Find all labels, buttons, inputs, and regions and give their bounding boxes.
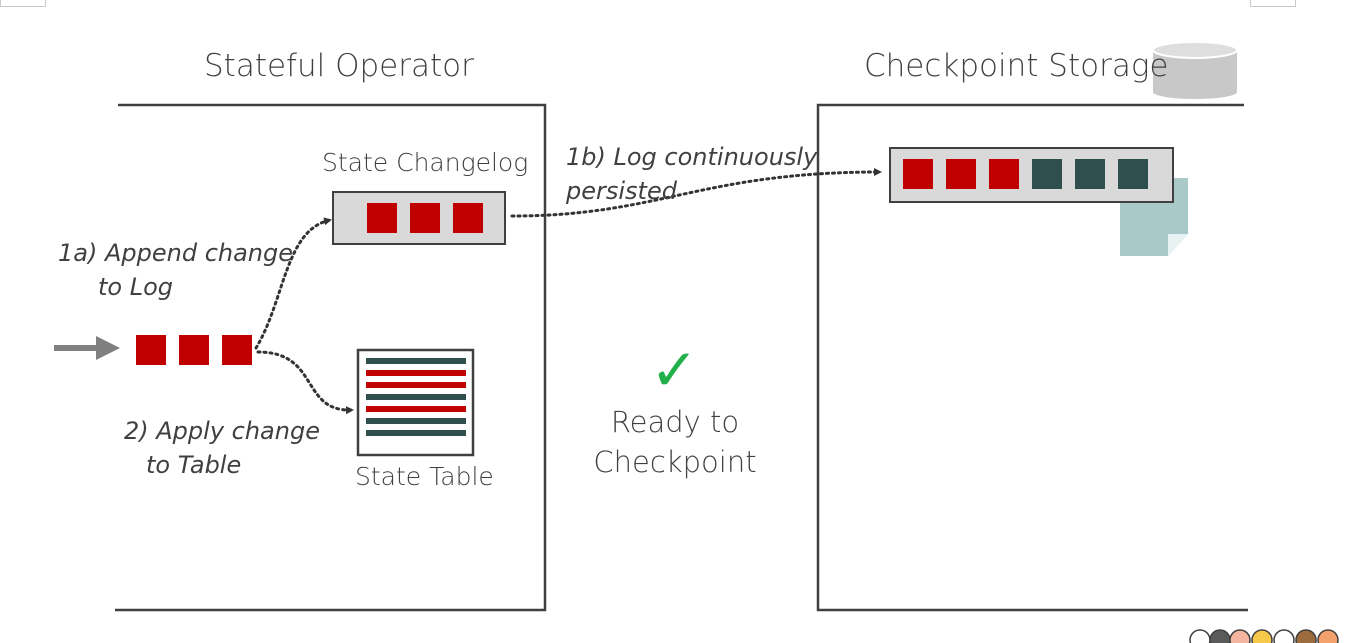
append-change-line2: to Log <box>98 273 174 301</box>
log-persisted-annotation: 1b) Log continuously persisted <box>566 140 817 208</box>
state-table-icon <box>356 348 475 457</box>
log-persisted-line1: 1b) Log continuously <box>566 143 818 171</box>
stateful-operator-title: Stateful Operator <box>204 48 474 84</box>
checkpoint-storage-frame <box>816 103 1248 612</box>
append-change-line1: 1a) Append change <box>58 239 294 267</box>
change-entry <box>222 335 252 365</box>
ready-line1: Ready to <box>610 405 740 439</box>
stateful-operator-frame <box>115 103 547 612</box>
checkpoint-entry-teal <box>1075 159 1105 189</box>
apply-change-line1: 2) Apply change <box>124 417 320 445</box>
apply-change-line2: to Table <box>146 451 242 479</box>
top-left-corner-mark <box>0 0 46 7</box>
incoming-changes <box>54 335 252 365</box>
state-changelog-box <box>332 191 506 245</box>
checkpoint-entry-teal <box>1118 159 1148 189</box>
ready-to-checkpoint-text: Ready to Checkpoint <box>585 402 765 482</box>
top-right-corner-mark <box>1250 0 1296 7</box>
checkpoint-entry-red <box>903 159 933 189</box>
changelog-entry <box>367 203 397 233</box>
log-persisted-line2: persisted <box>566 177 677 205</box>
state-changelog-label: State Changelog <box>322 148 529 177</box>
change-entry <box>136 335 166 365</box>
persist-log-arrow <box>510 168 882 218</box>
append-change-annotation: 1a) Append change to Log <box>58 236 293 304</box>
changelog-entry <box>410 203 440 233</box>
checkpointed-log <box>889 147 1174 203</box>
checkpoint-entry-red <box>946 159 976 189</box>
apply-change-annotation: 2) Apply change to Table <box>124 414 320 482</box>
changelog-entry <box>453 203 483 233</box>
append-to-log-arrow <box>254 217 332 350</box>
checkpoint-storage-title: Checkpoint Storage <box>864 48 1169 84</box>
ready-line2: Checkpoint <box>593 445 757 479</box>
change-entry <box>179 335 209 365</box>
database-icon <box>1152 41 1238 99</box>
state-table-label: State Table <box>355 462 494 491</box>
mascot-sticker <box>1189 629 1339 643</box>
checkpoint-entry-red <box>989 159 1019 189</box>
checkmark-icon: ✓ <box>650 336 699 404</box>
input-arrow-head <box>96 336 120 360</box>
apply-to-table-arrow <box>256 350 354 415</box>
checkpoint-entry-teal <box>1032 159 1062 189</box>
